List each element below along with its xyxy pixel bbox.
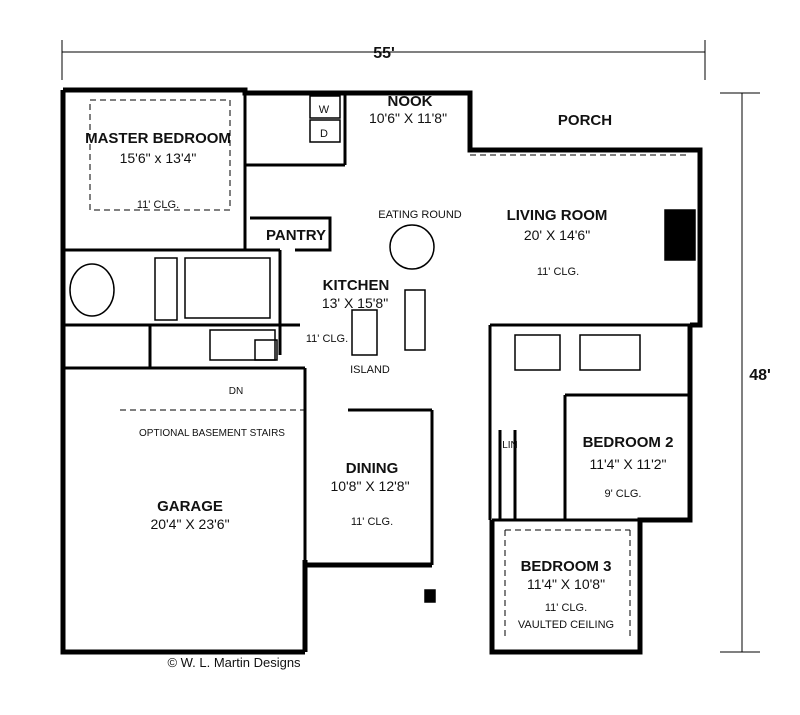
nook-label: NOOK <box>388 93 433 110</box>
living-room-ceiling: 11' CLG. <box>537 266 579 278</box>
bedroom3-ceiling: 11' CLG. <box>545 602 587 614</box>
bedroom3-size: 11'4" X 10'8" <box>527 576 605 592</box>
dining-size: 10'8" X 12'8" <box>330 478 409 494</box>
basement-stairs-label: OPTIONAL BASEMENT STAIRS <box>139 428 285 439</box>
island-label: ISLAND <box>350 364 390 376</box>
master-bedroom-size: 15'6" x 13'4" <box>120 150 197 166</box>
width-dimension: 55' <box>373 45 395 62</box>
dryer-label: D <box>320 128 328 140</box>
washer-label: W <box>319 104 330 116</box>
kitchen-size: 13' X 15'8" <box>322 295 388 311</box>
bedroom3-label: BEDROOM 3 <box>521 558 612 575</box>
master-bedroom-ceiling: 11' CLG. <box>137 199 179 211</box>
kitchen-label: KITCHEN <box>323 277 390 294</box>
garage-label: GARAGE <box>157 498 223 515</box>
stairs-down-label: DN <box>229 386 243 397</box>
garage-size: 20'4" X 23'6" <box>150 516 229 532</box>
dimension-lines <box>61 40 760 653</box>
nook-size: 10'6" X 11'8" <box>369 110 447 126</box>
living-room-label: LIVING ROOM <box>507 207 608 224</box>
bedroom2-label: BEDROOM 2 <box>583 434 674 451</box>
credit-text: © W. L. Martin Designs <box>167 655 301 670</box>
kitchen-ceiling: 11' CLG. <box>306 333 348 345</box>
living-room-size: 20' X 14'6" <box>524 227 590 243</box>
dining-label: DINING <box>346 460 399 477</box>
bedroom2-size: 11'4" X 11'2" <box>589 456 666 472</box>
fixtures <box>69 95 696 603</box>
interior-walls <box>63 93 690 565</box>
exterior-walls <box>60 87 703 655</box>
eating-round-label: EATING ROUND <box>378 209 462 221</box>
pantry-label: PANTRY <box>266 227 326 244</box>
master-bedroom-label: MASTER BEDROOM <box>85 130 231 147</box>
dashed-outlines <box>89 99 690 640</box>
depth-dimension: 48' <box>749 367 771 384</box>
porch-label: PORCH <box>558 112 612 129</box>
bedroom2-ceiling: 9' CLG. <box>605 488 642 500</box>
linen-label: LIN <box>502 440 518 451</box>
bedroom3-ceiling-note: VAULTED CEILING <box>518 619 614 631</box>
dining-ceiling: 11' CLG. <box>351 516 393 528</box>
